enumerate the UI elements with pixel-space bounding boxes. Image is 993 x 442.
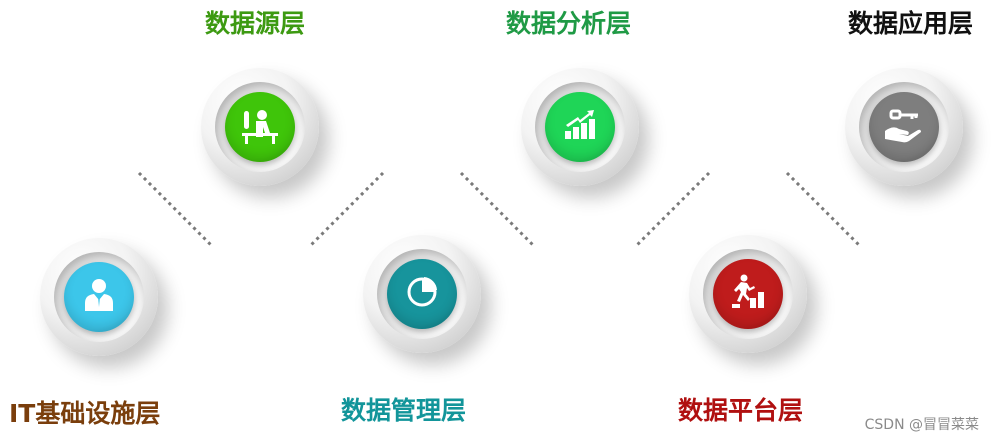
layer-label-platform: 数据平台层 bbox=[678, 396, 804, 425]
user-icon bbox=[79, 275, 119, 319]
layer-label-datasource: 数据源层 bbox=[205, 9, 306, 38]
connector-5 bbox=[785, 171, 861, 247]
key-hand-icon bbox=[882, 105, 926, 149]
layer-core-app bbox=[869, 92, 939, 162]
connector-2 bbox=[309, 171, 385, 247]
layer-node-platform[interactable] bbox=[689, 235, 807, 353]
layer-label-mgmt: 数据管理层 bbox=[341, 396, 467, 425]
layer-node-app[interactable] bbox=[845, 68, 963, 186]
layer-label-analysis: 数据分析层 bbox=[506, 9, 632, 38]
layer-label-app: 数据应用层 bbox=[848, 9, 974, 38]
connector-3 bbox=[459, 171, 535, 247]
climbing-stairs-icon bbox=[728, 272, 768, 316]
connector-1 bbox=[137, 171, 213, 247]
bar-growth-icon bbox=[560, 105, 600, 149]
layer-core-platform bbox=[713, 259, 783, 329]
person-at-desk-icon bbox=[238, 103, 282, 151]
layer-node-analysis[interactable] bbox=[521, 68, 639, 186]
connector-4 bbox=[635, 171, 711, 247]
layer-core-analysis bbox=[545, 92, 615, 162]
layer-node-infra[interactable] bbox=[40, 238, 158, 356]
pie-chart-icon bbox=[403, 273, 441, 315]
layer-node-datasource[interactable] bbox=[201, 68, 319, 186]
watermark: CSDN @冒冒菜菜 bbox=[864, 417, 979, 433]
layer-core-infra bbox=[64, 262, 134, 332]
layer-node-mgmt[interactable] bbox=[363, 235, 481, 353]
layer-core-mgmt bbox=[387, 259, 457, 329]
layer-label-infra: IT基础设施层 bbox=[9, 399, 161, 428]
layer-core-datasource bbox=[225, 92, 295, 162]
